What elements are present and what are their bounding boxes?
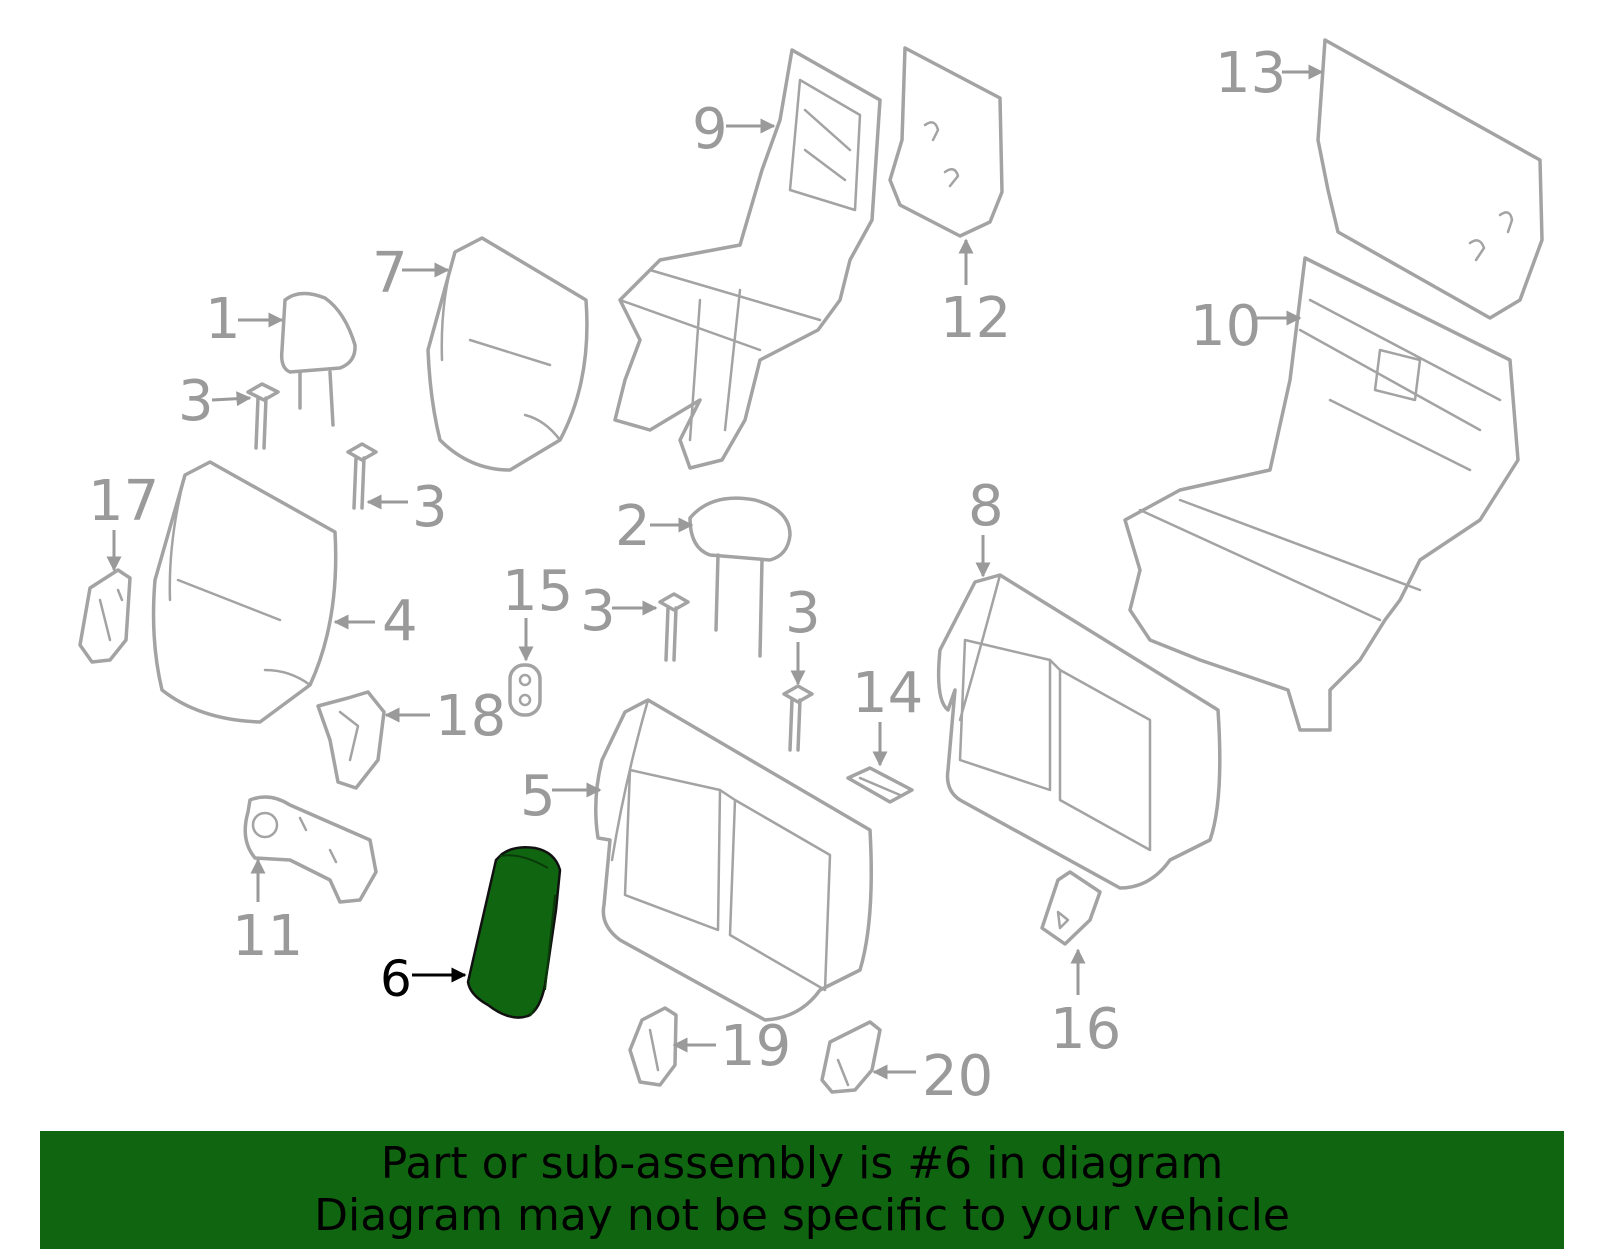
part-15-clip — [508, 663, 542, 717]
part-3a-guide — [246, 382, 280, 450]
part-17-bracket — [78, 568, 132, 664]
part-5-cushion-cover — [594, 698, 873, 1022]
callout-3c: 3 — [580, 579, 616, 644]
callout-12: 12 — [940, 286, 1011, 351]
part-4-back-cover — [151, 460, 338, 724]
part-20-trim — [820, 1020, 882, 1094]
callout-1: 1 — [205, 287, 241, 352]
part-16-bracket — [1040, 870, 1102, 946]
part-3c-guide — [658, 592, 690, 662]
part-7-back-cover — [426, 236, 589, 472]
callout-6: 6 — [380, 950, 412, 1008]
callout-2: 2 — [615, 494, 651, 559]
banner-line-1: Part or sub-assembly is #6 in diagram — [380, 1138, 1224, 1189]
callout-3b: 3 — [412, 475, 448, 540]
callout-15: 15 — [502, 559, 573, 624]
part-18-trim — [316, 690, 386, 790]
callout-16: 16 — [1050, 997, 1121, 1062]
callout-17: 17 — [88, 469, 159, 534]
callout-19: 19 — [720, 1014, 791, 1079]
callout-18: 18 — [435, 684, 506, 749]
callout-8: 8 — [968, 474, 1004, 539]
callout-20: 20 — [922, 1044, 993, 1109]
part-10-frame — [1123, 256, 1520, 732]
part-6-armrest-highlighted[interactable] — [466, 846, 562, 1019]
callout-14: 14 — [852, 661, 923, 726]
callout-5: 5 — [520, 764, 556, 829]
callout-13: 13 — [1215, 41, 1286, 106]
callout-10: 10 — [1190, 294, 1261, 359]
part-19-trim — [628, 1006, 678, 1087]
info-banner: Part or sub-assembly is #6 in diagram Di… — [40, 1131, 1564, 1249]
part-3d-guide — [782, 684, 814, 752]
part-14-plate — [846, 766, 914, 804]
part-9-frame — [613, 48, 882, 470]
part-13-panel — [1316, 38, 1544, 320]
part-8-cushion-cover — [936, 573, 1222, 890]
callout-11: 11 — [232, 904, 303, 969]
callout-7: 7 — [372, 241, 408, 306]
callout-4: 4 — [382, 589, 418, 654]
banner-line-2: Diagram may not be specific to your vehi… — [314, 1190, 1290, 1241]
callout-9: 9 — [692, 97, 728, 162]
part-12-panel — [888, 46, 1004, 238]
callouts: 1 3 3 17 4 18 11 6 7 9 12 13 10 2 15 3 3 — [88, 41, 1324, 1109]
callout-3a: 3 — [178, 369, 214, 434]
part-1-headrest — [279, 291, 357, 427]
callout-3d: 3 — [785, 581, 821, 646]
part-3b-guide — [346, 442, 378, 510]
part-11-hinge — [243, 795, 378, 904]
part-2-headrest — [688, 496, 792, 658]
